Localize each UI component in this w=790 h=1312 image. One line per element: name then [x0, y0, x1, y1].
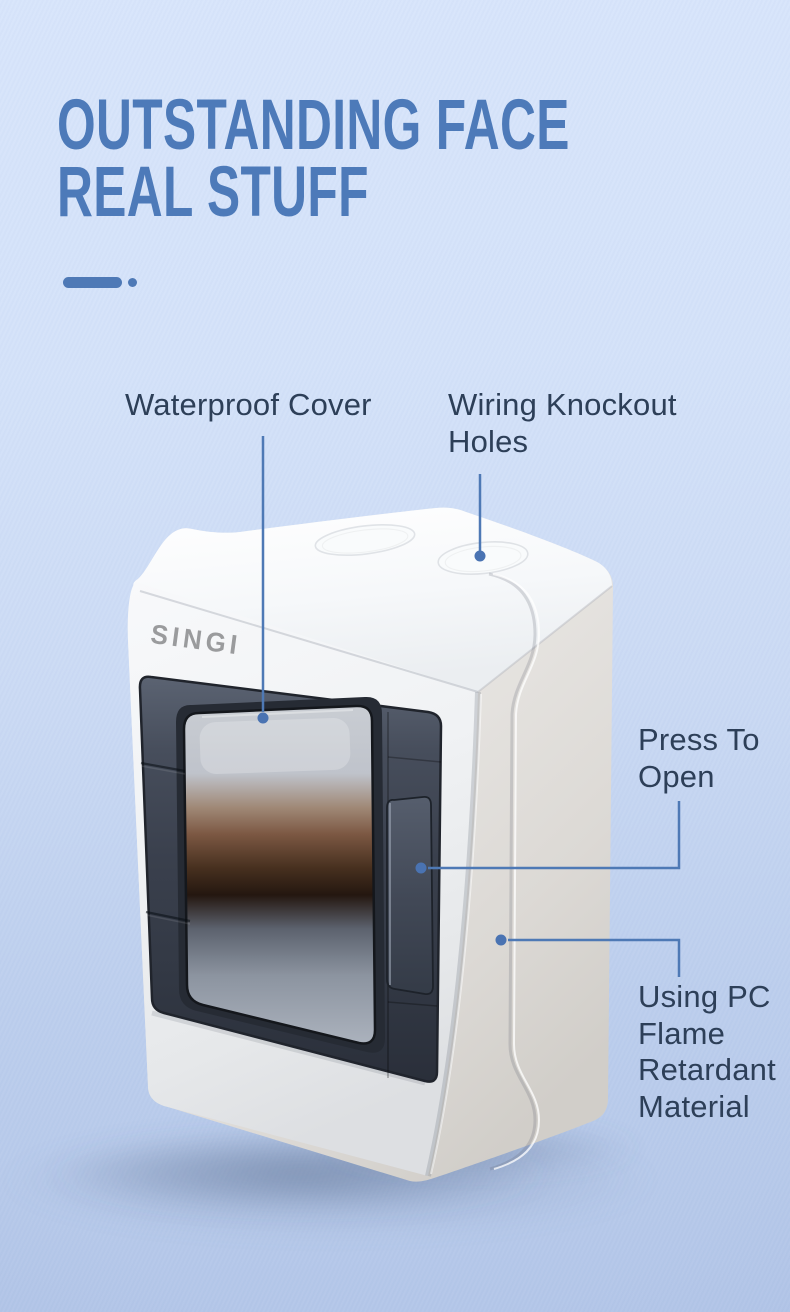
front-side-crease-highlight [430, 693, 482, 1175]
connector-press [428, 801, 681, 870]
pointer-dot-press [415, 862, 427, 874]
divider-dash [63, 277, 122, 288]
cover-seam-2-light [145, 914, 191, 925]
callout-pc-flame-retardant: Using PC Flame Retardant Material [638, 979, 776, 1124]
cover-handle [386, 796, 434, 995]
knockout-hole-left [314, 524, 416, 556]
cover-seam-2 [145, 910, 191, 923]
headline: OUTSTANDING FACE REAL STUFF [57, 86, 570, 233]
top-front-crease [139, 590, 479, 693]
side-seam [488, 572, 541, 1171]
window-top-highlight [201, 709, 354, 718]
headline-line2: REAL STUFF [57, 153, 369, 233]
cover-seam-1 [140, 761, 186, 773]
connector-material [508, 938, 681, 977]
top-side-crease [477, 585, 613, 693]
callout-waterproof-cover: Waterproof Cover [125, 387, 372, 422]
cover-notch-top [387, 756, 442, 763]
callout-press-to-open: Press To Open [638, 722, 760, 794]
cover-seam-1-light [140, 765, 186, 775]
waterproof-cover [138, 675, 443, 1086]
cover-window [182, 704, 377, 1045]
divider-dot [128, 278, 137, 287]
cover-notch-bottom [387, 1001, 438, 1007]
callout-wiring-knockout-holes: Wiring Knockout Holes [448, 387, 677, 459]
pointer-dot-waterproof [257, 712, 269, 724]
headline-line1: OUTSTANDING FACE [57, 86, 570, 165]
window-reflection [199, 717, 351, 775]
pointer-dot-material [495, 934, 507, 946]
cover-drop-shadow [151, 1010, 426, 1086]
front-side-crease [425, 691, 481, 1177]
pointer-dot-knockout [474, 550, 486, 562]
